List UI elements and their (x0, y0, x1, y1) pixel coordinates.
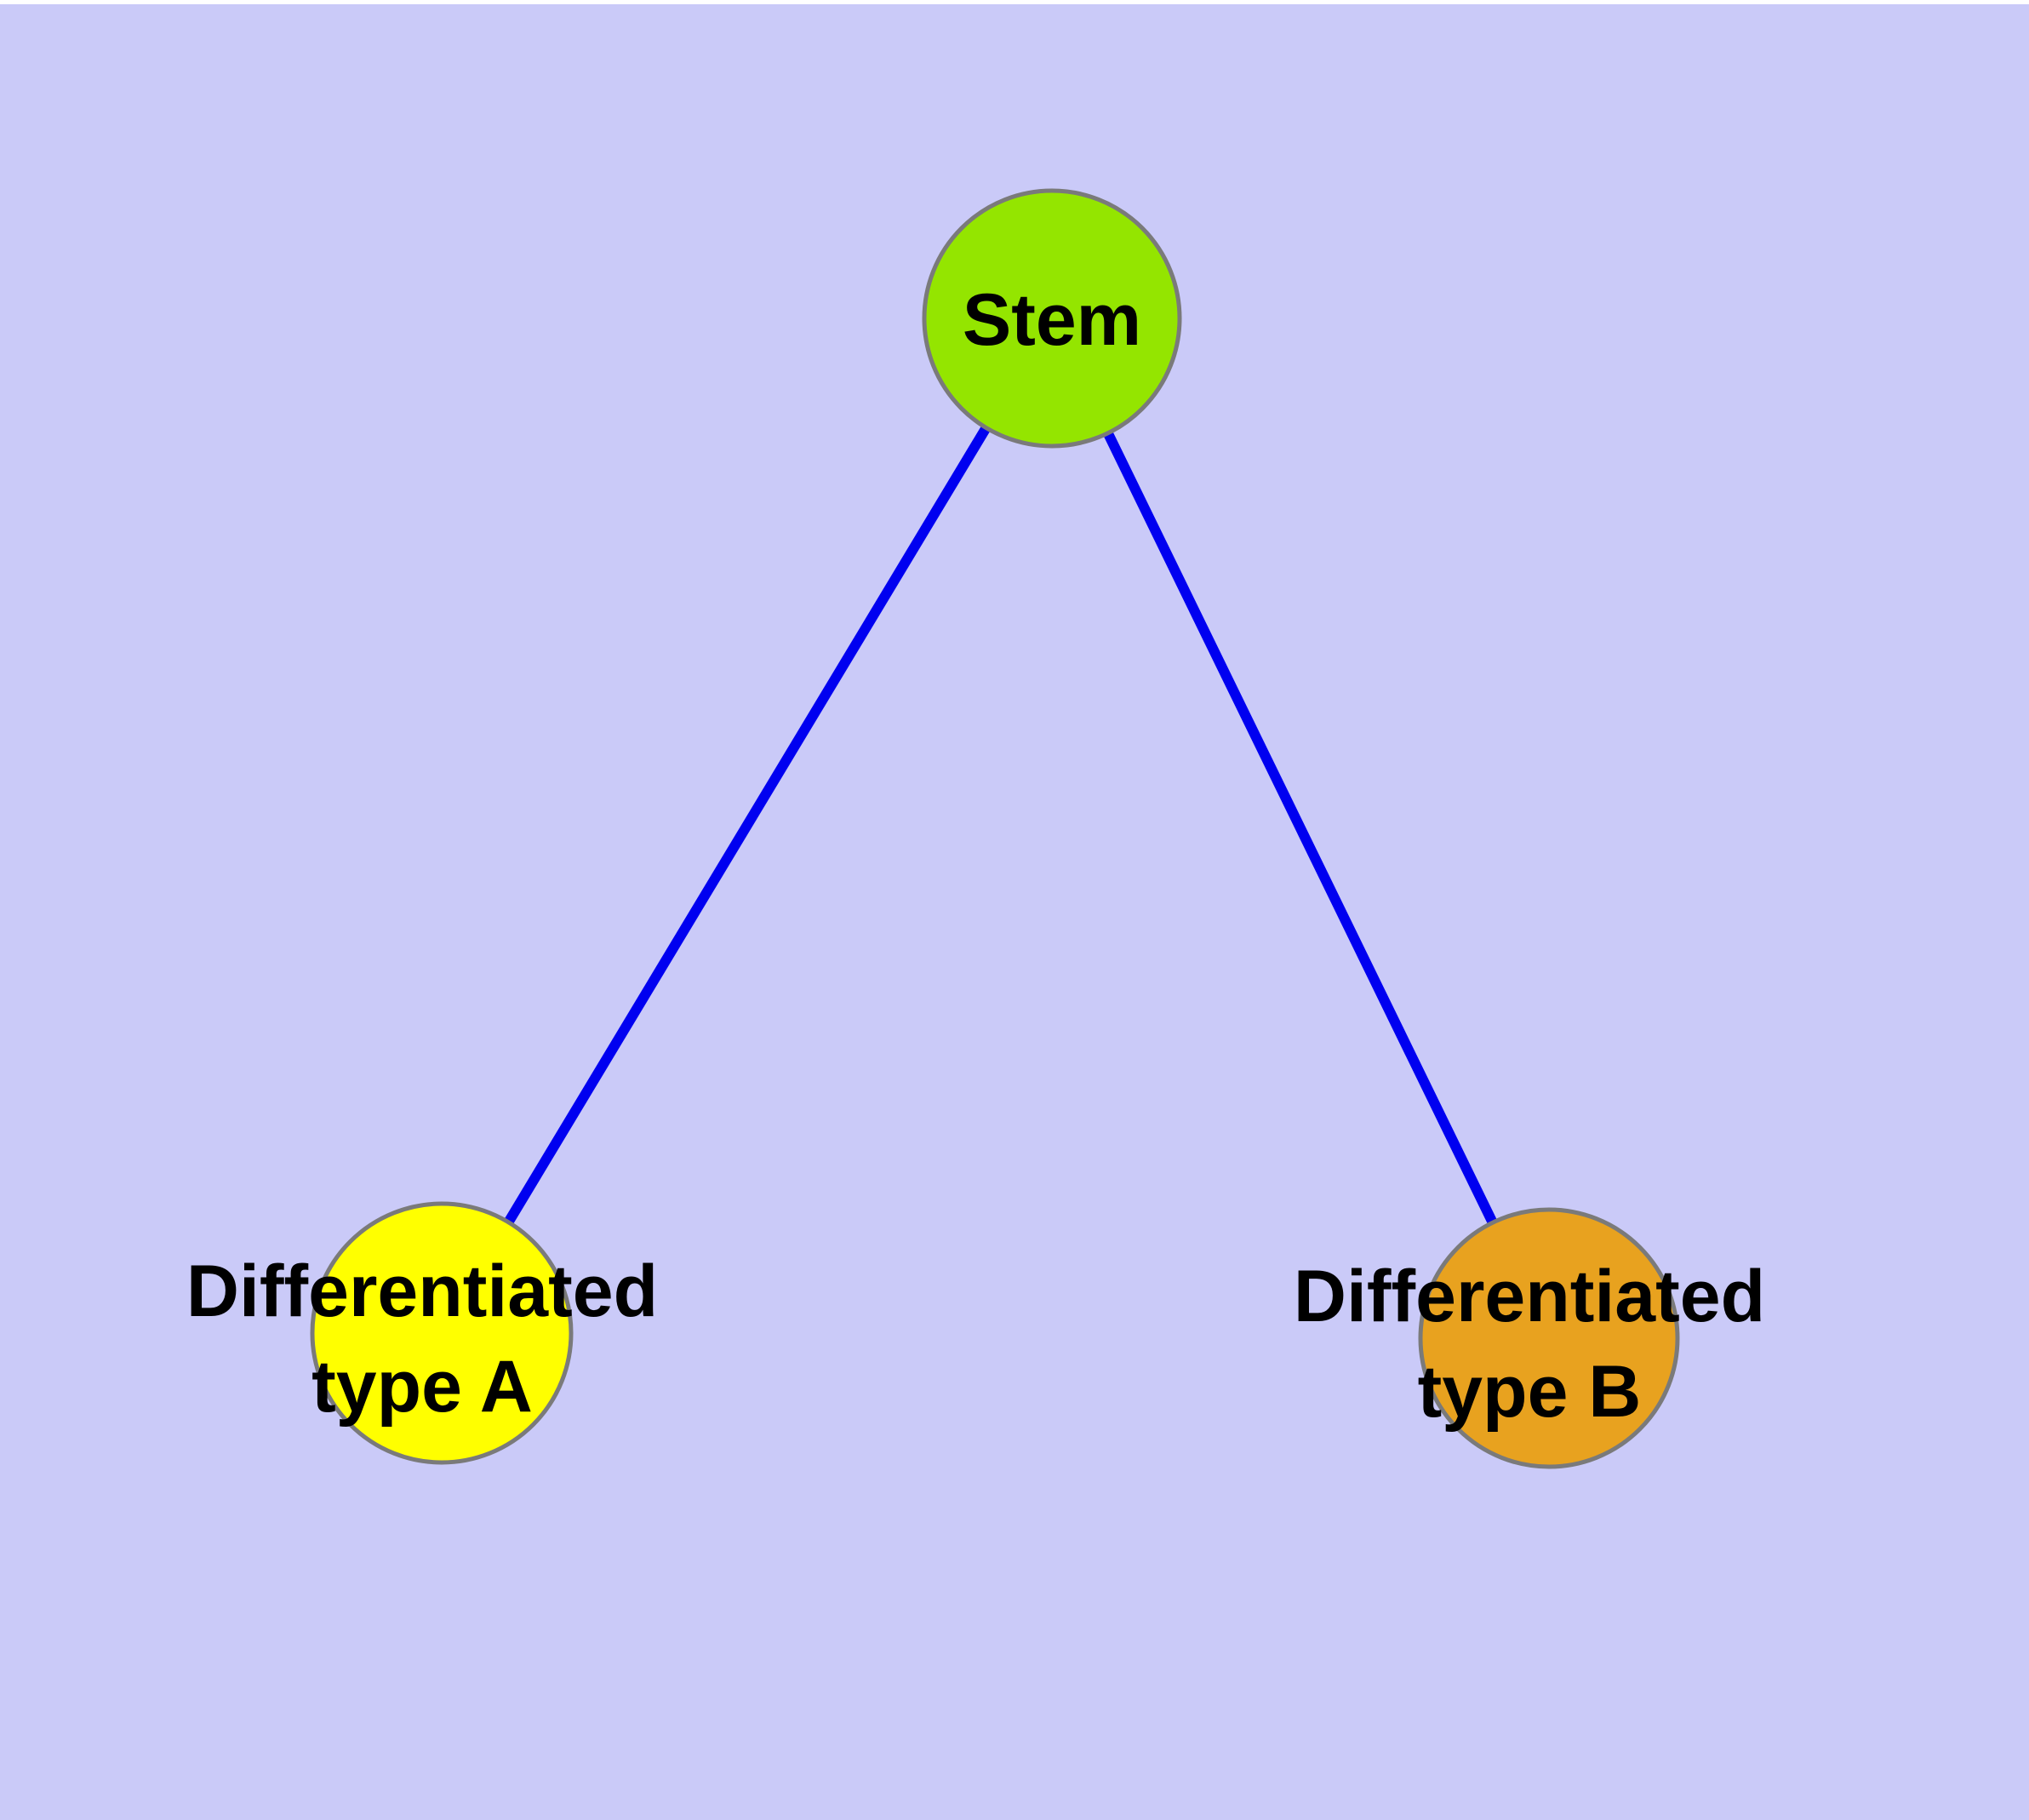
node-label-type-b-line2: type B (1418, 1351, 1642, 1433)
node-differentiated-type-b (1418, 1207, 1680, 1469)
node-differentiated-type-a (310, 1201, 574, 1465)
node-label-stem: Stem (963, 279, 1141, 361)
node-label-type-a-line2: type A (311, 1346, 533, 1428)
node-label-type-b-line1: Differentiated (1294, 1256, 1765, 1337)
node-stem (922, 188, 1182, 449)
node-label-type-a-line1: Differentiated (186, 1251, 658, 1332)
edge-stem-to-type-b (1047, 316, 1554, 1341)
edge-stem-to-type-a (437, 315, 1057, 1336)
